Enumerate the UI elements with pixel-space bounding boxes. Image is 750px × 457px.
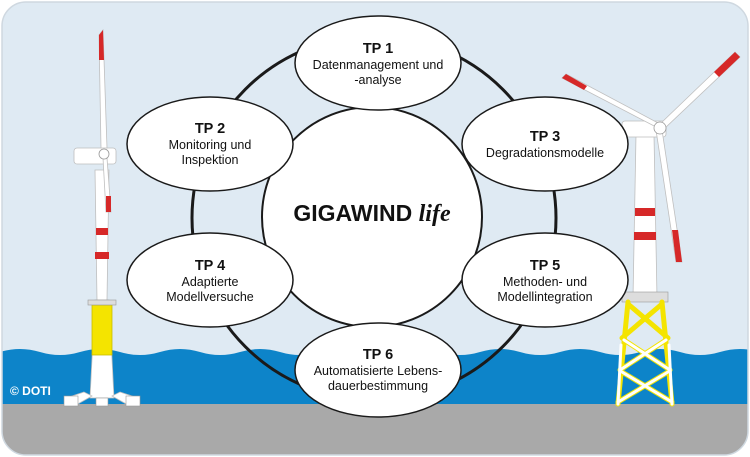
tp6-desc-line2: dauerbestimmung — [327, 379, 429, 393]
tp1-desc-line1: Datenmanagement und — [312, 58, 444, 72]
tp6-desc-line1: Automatisierte Lebens- — [313, 364, 443, 378]
tp1-ellipse — [294, 15, 462, 111]
tp5-desc-line2: Modellintegration — [497, 290, 593, 304]
tp2-desc-line1: Monitoring und — [168, 138, 252, 152]
tp3-desc-line1: Degradationsmodelle — [485, 146, 605, 160]
tp4-label: TP 4 Adaptierte Modellversuche — [130, 258, 290, 305]
tp6-ellipse — [294, 322, 462, 418]
center-title: GIGAWIND life — [262, 200, 482, 228]
tp6-title: TP 6 — [362, 347, 394, 363]
tp4-desc-line1: Adaptierte — [181, 275, 239, 289]
tp2-title: TP 2 — [194, 121, 226, 137]
tp5-title: TP 5 — [529, 258, 561, 274]
tp2-ellipse — [126, 96, 294, 192]
tp5-label: TP 5 Methoden- und Modellintegration — [465, 258, 625, 305]
tp5-ellipse — [461, 232, 629, 328]
tp4-ellipse — [126, 232, 294, 328]
tp3-ellipse — [461, 96, 629, 192]
tp4-title: TP 4 — [194, 258, 226, 274]
tp6-label: TP 6 Automatisierte Lebens- dauerbestimm… — [298, 347, 458, 394]
tp2-label: TP 2 Monitoring und Inspektion — [130, 121, 290, 168]
tp4-desc-line2: Modellversuche — [166, 290, 254, 304]
copyright-notice: © DOTI — [10, 384, 51, 398]
tp3-title: TP 3 — [529, 129, 561, 145]
tp1-label: TP 1 Datenmanagement und -analyse — [298, 41, 458, 88]
tp3-label: TP 3 Degradationsmodelle — [465, 129, 625, 161]
center-title-suffix: life — [418, 201, 451, 227]
left-wind-turbine — [63, 28, 141, 407]
tp2-desc-line2: Inspektion — [181, 153, 239, 167]
center-title-main: GIGAWIND — [293, 200, 413, 226]
tp1-title: TP 1 — [362, 41, 394, 57]
right-wind-turbine — [561, 51, 741, 407]
tp1-desc-line2: -analyse — [354, 73, 402, 87]
tp5-desc-line1: Methoden- und — [502, 275, 588, 289]
